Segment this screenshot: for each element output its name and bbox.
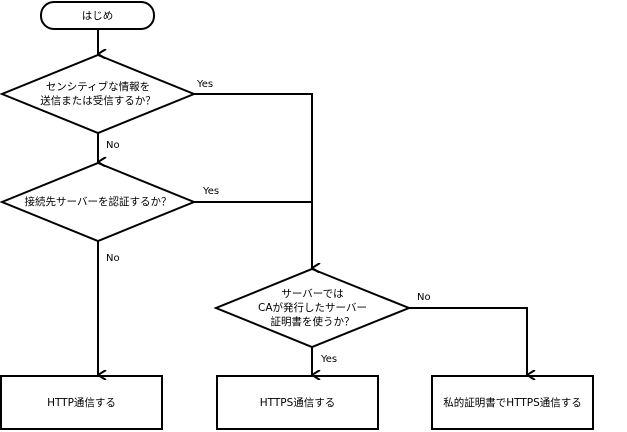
result-private-text: 私的証明書でHTTPS通信する	[432, 376, 593, 429]
result-https-label: HTTPS通信する	[259, 396, 336, 409]
result-http-label: HTTP通信する	[47, 396, 116, 409]
line-d1-yes	[194, 93, 313, 202]
decision-1-line-2: 送信または受信するか？	[40, 95, 156, 107]
start-label: はじめ	[41, 2, 154, 29]
result-https-text: HTTPS通信する	[217, 376, 378, 429]
result-private-label: 私的証明書でHTTPS通信する	[443, 396, 582, 409]
decision-1-line-1: センシティブな情報を	[45, 81, 151, 93]
d2-no-label: No	[106, 253, 120, 264]
result-box-private-https	[431, 375, 594, 430]
start-text: はじめ	[81, 9, 114, 22]
d2-yes-label: Yes	[203, 186, 220, 197]
decision-2-line-1: 接続先サーバーを認証するか？	[24, 196, 172, 208]
decision-2-text: 接続先サーバーを認証するか？	[2, 192, 194, 212]
decision-3-text: サーバーでは CAが発行したサーバー 証明書を使うか？	[216, 286, 409, 330]
result-box-http	[0, 375, 163, 430]
d1-no-label: No	[106, 140, 120, 151]
decision-3-line-3: 証明書を使うか？	[270, 316, 355, 328]
d3-no-label: No	[417, 292, 431, 303]
decision-3-line-1: サーバーでは	[281, 288, 344, 300]
decision-1-text: センシティブな情報を 送信または受信するか？	[2, 74, 194, 114]
arrow-d3-no-to-private	[409, 307, 527, 375]
decision-3-line-2: CAが発行したサーバー	[258, 302, 367, 314]
result-http-text: HTTP通信する	[1, 376, 162, 429]
d3-yes-label: Yes	[321, 354, 338, 365]
result-box-https	[216, 375, 379, 430]
d1-yes-label: Yes	[197, 79, 214, 90]
